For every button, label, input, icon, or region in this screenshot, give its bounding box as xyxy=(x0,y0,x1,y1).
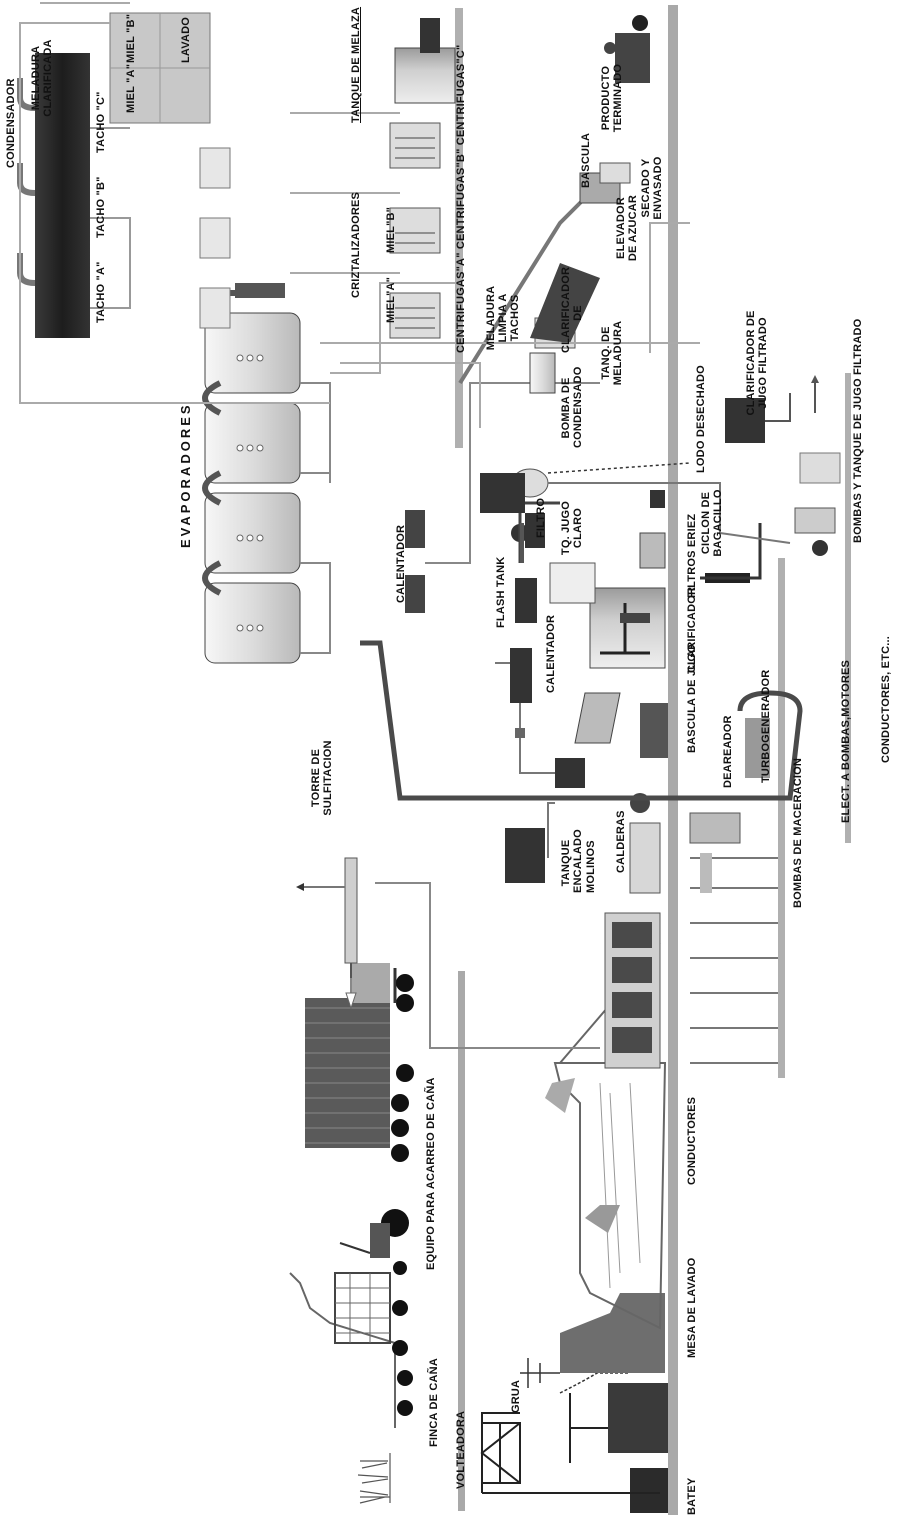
label-grua: GRUA xyxy=(510,1380,522,1413)
label-flash-tank: FLASH TANK xyxy=(495,557,507,628)
label-meladura-limpia: MELADURA LIMPIA A TACHOS xyxy=(485,273,521,363)
cane-cart-2 xyxy=(335,1273,408,1356)
cane-field xyxy=(358,1453,390,1503)
centrifugas xyxy=(390,123,440,338)
label-ciclon: CICLON DE BAGACILLO xyxy=(700,478,724,568)
label-miel-b-box: MIEL "B" xyxy=(125,14,137,63)
label-batey: BATEY xyxy=(686,1478,698,1515)
label-centrifugas: CENTRIFUGAS"A" CENTRIFUGAS"B" CENTRIFUGA… xyxy=(455,45,467,353)
label-filtro: FILTRO xyxy=(535,498,547,538)
clarificador-unit xyxy=(590,588,665,668)
evaporadores xyxy=(205,283,330,663)
label-tacho-a: TACHO "A" xyxy=(95,261,107,323)
label-finca: FINCA DE CAÑA xyxy=(428,1358,440,1447)
label-molinos: MOLINOS xyxy=(585,840,597,893)
label-producto: PRODUCTO TERMINADO xyxy=(600,58,624,138)
label-lodo: LODO DESECHADO xyxy=(695,365,707,473)
label-clarificador-jugo: CLARIFICADOR DE JUGO FILTRADO xyxy=(745,303,769,423)
label-bascula: BASCULA xyxy=(580,133,592,188)
label-calentador-1: CALENTADOR xyxy=(545,615,557,693)
filtros-eriez-unit xyxy=(640,490,665,568)
label-miel-a-box: MIEL "A" xyxy=(125,64,137,113)
label-tq-jugo-claro: TQ. JUGO CLARO xyxy=(560,493,584,563)
label-tanq-meladura: TANQ. DE MELADURA xyxy=(600,318,624,388)
rail-main xyxy=(668,5,678,1515)
label-miel-a: MIEL"A" xyxy=(385,277,397,323)
torre-sulfitacion xyxy=(296,858,357,1008)
label-tanque-encalado: TANQUE ENCALADO xyxy=(560,833,584,893)
label-criztalizadores: CRIZTALIZADORES xyxy=(350,192,362,298)
label-elevador: ELEVADOR DE AZUCAR xyxy=(615,188,639,268)
conveyor-peak-1 xyxy=(585,1205,620,1233)
conveyor-1 xyxy=(555,1063,665,1328)
label-calentador-2: CALENTADOR xyxy=(395,525,407,603)
grua-block xyxy=(608,1383,668,1453)
label-calderas: CALDERAS xyxy=(615,810,627,873)
label-miel-b: MIEL"B" xyxy=(385,207,397,253)
clarificador-jugo-filtrado-unit xyxy=(725,375,819,443)
pipe-molinos-to-torre xyxy=(375,883,600,1048)
tractor xyxy=(340,1209,409,1275)
label-bombas-tanque: BOMBAS Y TANQUE DE JUGO FILTRADO xyxy=(852,319,864,543)
label-tacho-b: TACHO "B" xyxy=(95,176,107,238)
label-clarificador: CLARIFICADOR xyxy=(686,587,698,673)
label-clarificador-de: CLARIFICADOR DE xyxy=(560,273,584,353)
label-turbogenerador: TURBOGENERADOR xyxy=(760,670,772,783)
label-equipo: EQUIPO PARA ACARREO DE CAÑA xyxy=(425,1077,437,1270)
label-bombas-maceracion: BOMBAS DE MACERACION xyxy=(792,758,804,908)
conveyor-peak-2 xyxy=(545,1078,575,1113)
label-secado: SECADO Y ENVASADO xyxy=(640,153,664,223)
label-evaporadores: EVAPORADORES xyxy=(180,402,192,548)
label-bomba-condensado: BOMBA DE CONDENSADO xyxy=(560,368,584,448)
label-filtros-eriez: FILTROS ERIEZ xyxy=(686,514,698,598)
label-tacho-c: TACHO "C" xyxy=(95,91,107,153)
label-lavado: LAVADO xyxy=(180,17,192,63)
label-torre: TORRE DE SULFITACION xyxy=(310,733,334,823)
label-volteadora: VOLTEADORA xyxy=(455,1411,467,1489)
batey-block xyxy=(630,1468,668,1513)
label-tanque-melaza: TANQUE DE MELAZA xyxy=(350,7,362,123)
tanque-encalado xyxy=(505,828,545,883)
label-elect: ELECT. A BOMBAS,MOTORES xyxy=(840,660,852,823)
label-conductores-etc: CONDUCTORES, ETC... xyxy=(880,636,892,763)
label-mesa: MESA DE LAVADO xyxy=(686,1258,698,1358)
bombas-tanque-unit xyxy=(795,453,840,556)
rail-molinos xyxy=(778,558,785,1078)
label-condensador: CONDENSADOR xyxy=(5,78,17,168)
cane-trailer-big xyxy=(305,963,414,1162)
label-deareador: DEAREADOR xyxy=(722,715,734,788)
label-meladura-clarificada: MELADURA CLARIFICADA xyxy=(30,33,54,123)
label-conductores: CONDUCTORES xyxy=(686,1097,698,1185)
tanque-melaza-unit xyxy=(395,18,455,103)
